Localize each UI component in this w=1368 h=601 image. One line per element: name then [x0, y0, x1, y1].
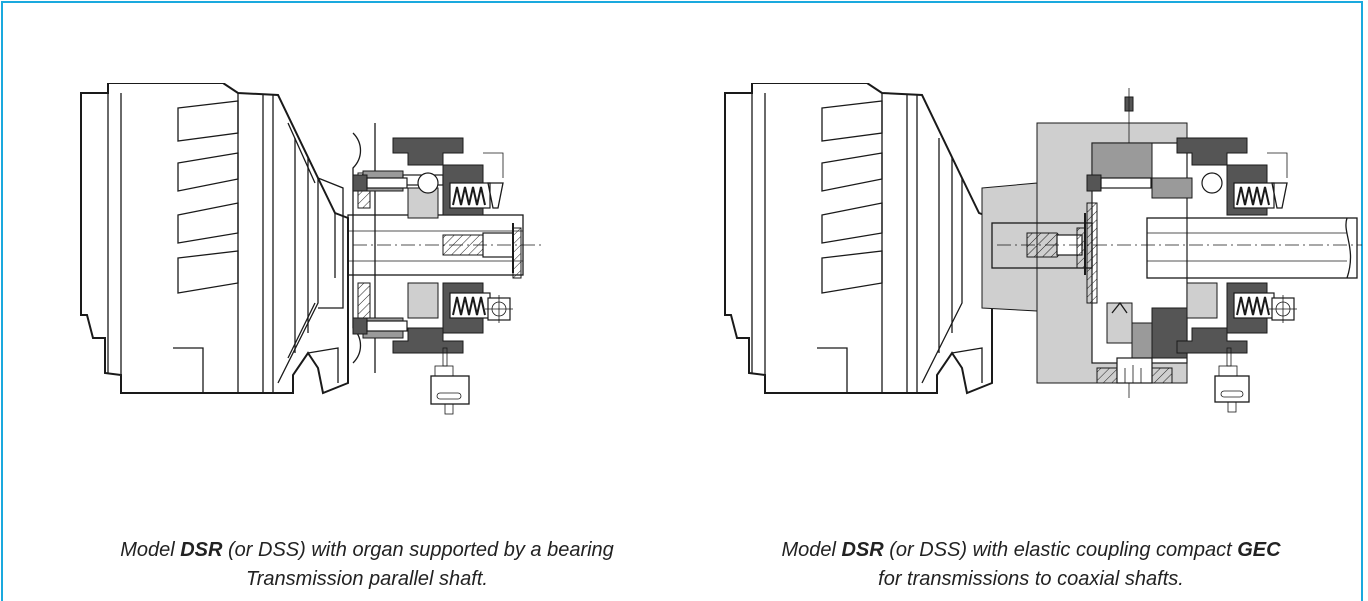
- caption-right-mid: (or DSS) with elastic coupling compact: [883, 539, 1238, 561]
- brake-upper: [1151, 137, 1288, 216]
- gearbox-housing: [80, 83, 349, 395]
- drawing-dsr-gec-coaxial: [707, 83, 1367, 423]
- caption-right-model: DSR: [841, 539, 884, 561]
- caption-left: Model DSR (or DSS) with organ supported …: [47, 536, 687, 594]
- output-shaft: [347, 214, 524, 279]
- bolts: [1086, 174, 1152, 192]
- drawing-dsr-bearing-parallel: [63, 83, 563, 423]
- caption-right-line2: for transmissions to coaxial shafts.: [878, 568, 1184, 590]
- brake-lower: [1176, 282, 1297, 354]
- gearbox-housing: [724, 83, 993, 395]
- caption-right-coupling: GEC: [1237, 539, 1281, 561]
- caption-left-rest: (or DSS) with organ supported by a beari…: [222, 539, 614, 561]
- bolts: [352, 174, 408, 335]
- coaxial-shafts: [991, 213, 1358, 279]
- proximity-sensor: [1214, 347, 1250, 413]
- caption-right: Model DSR (or DSS) with elastic coupling…: [711, 536, 1351, 594]
- caption-left-prefix: Model: [120, 539, 181, 561]
- caption-left-model: DSR: [180, 539, 223, 561]
- caption-left-line2: Transmission parallel shaft.: [246, 568, 488, 590]
- brake-lower: [362, 282, 513, 354]
- caption-right-prefix: Model: [781, 539, 842, 561]
- proximity-sensor: [430, 347, 470, 415]
- brake-upper: [362, 137, 504, 219]
